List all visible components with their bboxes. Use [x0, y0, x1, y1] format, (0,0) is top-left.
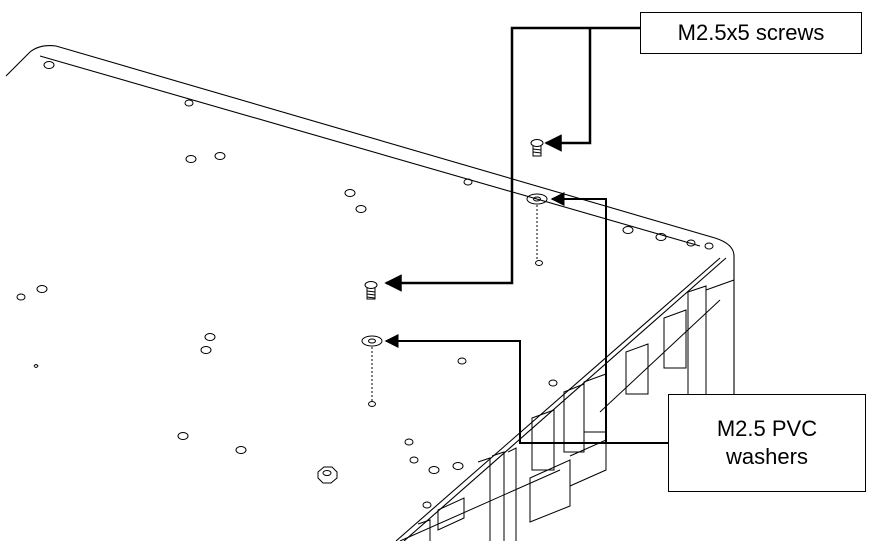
washers-leader-lines: [384, 192, 668, 444]
washer-left: [361, 335, 383, 401]
screws-callout-label: M2.5x5 screws: [640, 12, 862, 54]
mounting-holes: [16, 61, 714, 509]
washers-callout-line2: washers: [726, 444, 808, 469]
screw-right: [530, 139, 544, 157]
plate-outline: [5, 45, 735, 541]
washers-callout-label: M2.5 PVC washers: [668, 394, 866, 492]
hex-nut: [317, 466, 338, 484]
screws-callout-text: M2.5x5 screws: [677, 20, 825, 45]
screws-leader-lines: [384, 26, 640, 292]
screw-left: [364, 281, 378, 300]
washers-callout-line1: M2.5 PVC: [716, 416, 818, 441]
washer-right: [526, 193, 548, 260]
